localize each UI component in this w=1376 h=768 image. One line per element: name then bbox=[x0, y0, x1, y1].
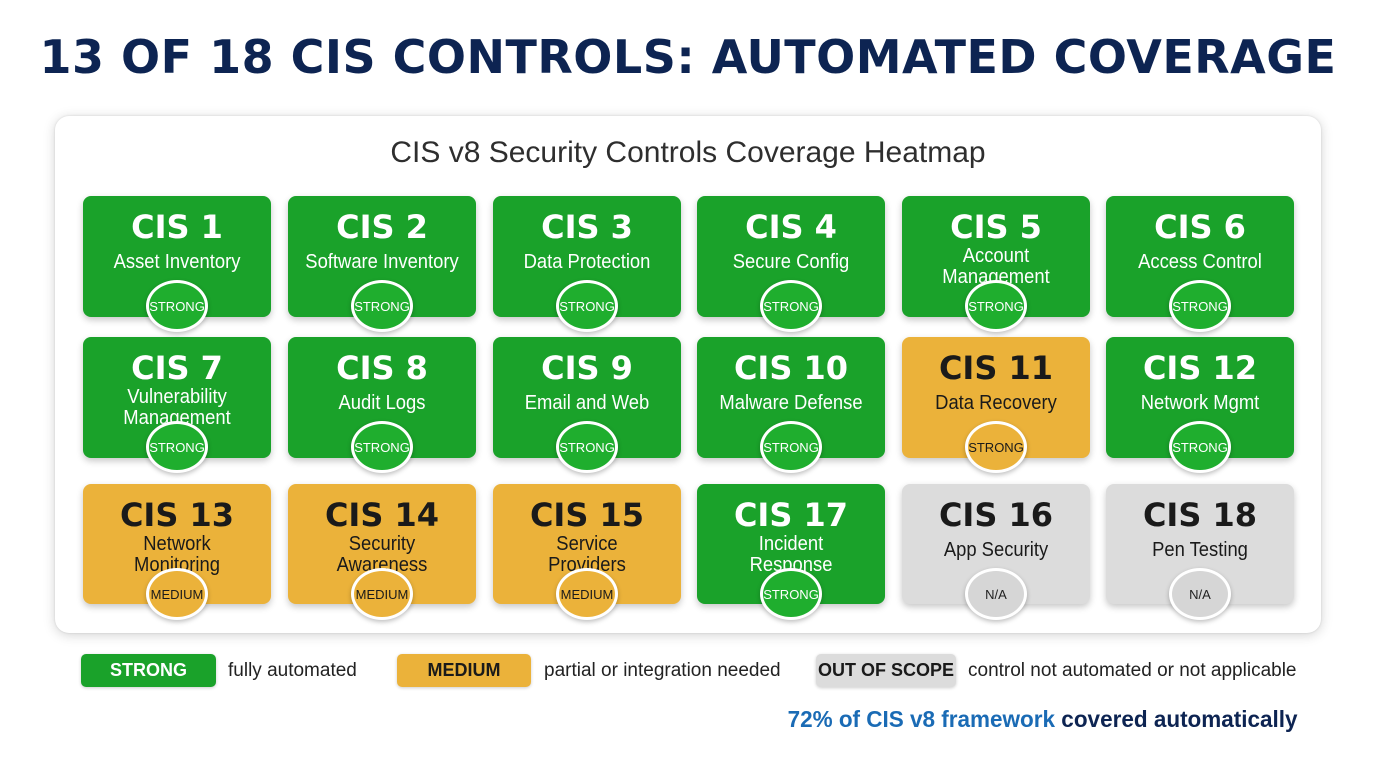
legend-strong-desc: fully automated bbox=[228, 660, 357, 681]
coverage-badge: STRONG bbox=[760, 421, 822, 473]
control-name: Data Recovery bbox=[935, 392, 1057, 414]
coverage-badge: STRONG bbox=[351, 280, 413, 332]
coverage-badge: STRONG bbox=[760, 568, 822, 620]
control-id: CIS 1 bbox=[131, 208, 223, 246]
control-id: CIS 9 bbox=[541, 349, 633, 387]
coverage-badge: STRONG bbox=[556, 421, 618, 473]
control-id: CIS 14 bbox=[324, 496, 440, 534]
coverage-badge: N/A bbox=[965, 568, 1027, 620]
control-id: CIS 6 bbox=[1154, 208, 1246, 246]
control-name: Email and Web bbox=[524, 392, 650, 414]
legend-strong-chip: STRONG bbox=[81, 654, 216, 687]
coverage-summary-accent: 72% of CIS v8 framework bbox=[788, 706, 1056, 732]
control-id: CIS 12 bbox=[1142, 349, 1258, 387]
coverage-badge: STRONG bbox=[146, 280, 208, 332]
control-name: Pen Testing bbox=[1152, 539, 1248, 561]
control-id: CIS 5 bbox=[950, 208, 1042, 246]
legend-oos-desc: control not automated or not applicable bbox=[968, 660, 1297, 681]
coverage-badge: STRONG bbox=[146, 421, 208, 473]
control-name: Software Inventory bbox=[305, 251, 459, 273]
coverage-badge: STRONG bbox=[1169, 280, 1231, 332]
coverage-summary-rest: covered automatically bbox=[1055, 706, 1298, 732]
control-id: CIS 15 bbox=[529, 496, 645, 534]
control-id: CIS 10 bbox=[733, 349, 849, 387]
heatmap-title: CIS v8 Security Controls Coverage Heatma… bbox=[390, 136, 986, 169]
control-id: CIS 18 bbox=[1142, 496, 1258, 534]
legend-oos-chip: OUT OF SCOPE bbox=[816, 654, 956, 687]
control-name: Asset Inventory bbox=[113, 251, 241, 273]
control-name: Security Awareness bbox=[336, 533, 428, 576]
control-name: App Security bbox=[943, 539, 1049, 561]
control-id: CIS 13 bbox=[119, 496, 235, 534]
coverage-badge: MEDIUM bbox=[556, 568, 618, 620]
control-name: Vulnerability Management bbox=[123, 386, 231, 429]
control-id: CIS 2 bbox=[336, 208, 428, 246]
control-name: Incident Response bbox=[749, 533, 833, 576]
coverage-badge: MEDIUM bbox=[146, 568, 208, 620]
control-id: CIS 7 bbox=[131, 349, 223, 387]
control-name: Network Monitoring bbox=[134, 533, 220, 576]
control-name: Audit Logs bbox=[338, 392, 426, 414]
coverage-badge: STRONG bbox=[1169, 421, 1231, 473]
control-name: Network Mgmt bbox=[1140, 392, 1260, 414]
coverage-summary: 72% of CIS v8 framework covered automati… bbox=[788, 706, 1298, 733]
control-name: Secure Config bbox=[732, 251, 850, 273]
coverage-badge: STRONG bbox=[760, 280, 822, 332]
control-id: CIS 4 bbox=[745, 208, 837, 246]
coverage-badge: STRONG bbox=[351, 421, 413, 473]
coverage-badge: MEDIUM bbox=[351, 568, 413, 620]
control-id: CIS 17 bbox=[733, 496, 849, 534]
control-id: CIS 11 bbox=[938, 349, 1054, 387]
control-name: Access Control bbox=[1138, 251, 1262, 273]
control-id: CIS 3 bbox=[541, 208, 633, 246]
legend-medium-desc: partial or integration needed bbox=[544, 660, 781, 681]
coverage-badge: STRONG bbox=[556, 280, 618, 332]
coverage-badge: STRONG bbox=[965, 421, 1027, 473]
page-headline: 13 OF 18 CIS CONTROLS: AUTOMATED COVERAG… bbox=[39, 30, 1337, 84]
control-name: Account Management bbox=[942, 245, 1050, 288]
coverage-badge: STRONG bbox=[965, 280, 1027, 332]
legend-medium-chip: MEDIUM bbox=[397, 654, 531, 687]
control-name: Malware Defense bbox=[719, 392, 863, 414]
control-id: CIS 8 bbox=[336, 349, 428, 387]
control-id: CIS 16 bbox=[938, 496, 1054, 534]
control-name: Data Protection bbox=[523, 251, 651, 273]
coverage-badge: N/A bbox=[1169, 568, 1231, 620]
control-name: Service Providers bbox=[548, 533, 626, 576]
